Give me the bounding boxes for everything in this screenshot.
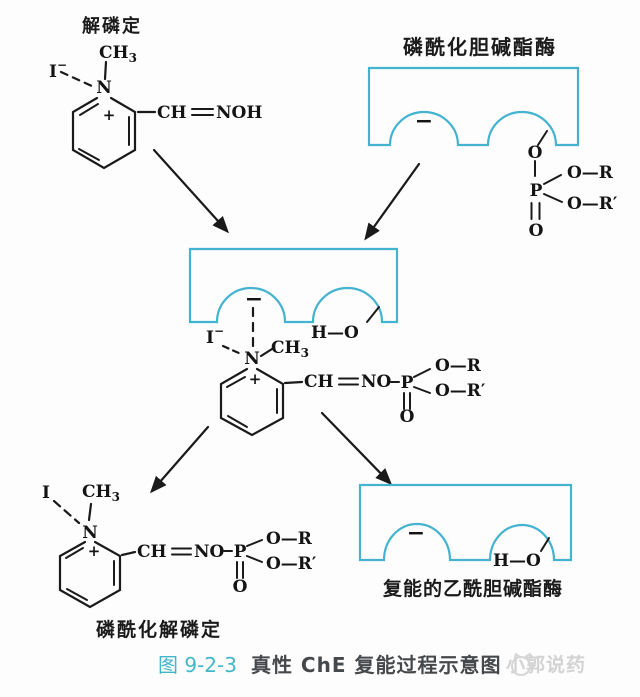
intermediate-complex: − H—O I− CH3 N + CH NO P O—R O—R′ O	[188, 247, 486, 437]
figure-title: 真性 ChE 复能过程示意图	[250, 653, 502, 677]
methyl-group-label: CH3	[82, 482, 120, 504]
oxime-ch-label: CH	[157, 103, 187, 123]
iodide-label: I	[42, 483, 50, 503]
ring-nitrogen-label: N	[82, 523, 98, 543]
ring-double-bond	[226, 376, 246, 388]
p-orprime-bond	[246, 555, 263, 563]
o-r-label: O—R	[266, 529, 313, 549]
anionic-site-minus: −	[415, 108, 433, 134]
oxime-noh-label: NOH	[216, 103, 262, 123]
ring-nitrogen-label: N	[96, 78, 112, 98]
ring-double-bond	[65, 547, 84, 559]
arrow-complex-to-reactivated-enzyme	[320, 411, 393, 486]
ring-ch-bond	[120, 550, 137, 557]
serine-ho-label: H—O	[493, 551, 541, 571]
pralidoxime-structure: CH3 I− N + CH NOH	[49, 43, 262, 170]
watermark: 小郭说药	[506, 650, 586, 677]
phosphorylated-che-enzyme: − O P O—R O—R′ O	[367, 66, 618, 241]
methyl-n-bond	[259, 347, 274, 358]
oxygen-label: O	[528, 143, 543, 163]
iodide-n-ionic-bond	[221, 344, 243, 356]
arrow-complex-to-phosphorylated-pralidoxime	[150, 425, 210, 494]
p-orprime-bond	[543, 193, 563, 203]
reactivated-ache-enzyme: − H—O	[358, 483, 573, 571]
positive-charge-label: +	[88, 542, 101, 560]
pyridinium-ring	[58, 540, 122, 609]
oxime-ch-label: CH	[137, 542, 167, 562]
ring-double-bond	[79, 103, 99, 116]
anionic-site-minus: −	[407, 520, 425, 546]
reactivated-ache-label: 复能的乙酰胆碱酯酶	[383, 578, 564, 600]
methyl-n-bond	[87, 502, 93, 522]
oxime-no-label: NO	[194, 542, 225, 562]
ring-ch-bond	[283, 380, 304, 385]
iodide-ion-label: I−	[206, 324, 224, 348]
phosphorus-label: P	[401, 373, 414, 393]
o-r-label: O—R	[567, 163, 614, 183]
enzyme-outline	[367, 66, 580, 147]
methyl-group-label: CH3	[99, 43, 137, 65]
oxygen-label: O	[529, 221, 544, 241]
watermark-logo-icon	[511, 653, 531, 676]
iodide-ion-label: I−	[49, 58, 67, 82]
methyl-n-bond	[103, 60, 108, 81]
oxime-no-label: NO	[361, 372, 392, 392]
ho-arch-bond	[540, 537, 550, 552]
ho-arch-bond	[366, 306, 380, 323]
positive-charge-label: +	[103, 106, 116, 124]
o-r-prime-label: O—R′	[435, 381, 486, 401]
oxygen-label: O	[233, 577, 248, 597]
phosphorylated-pralidoxime-structure: I CH3 N + CH NO P O—R O—R′ O	[42, 482, 317, 609]
anionic-site-minus: −	[245, 286, 263, 312]
ring-double-bond	[66, 588, 88, 601]
enzyme-outline	[358, 483, 573, 562]
iodide-n-ionic-bond	[59, 70, 96, 89]
phosphorylated-che-title: 磷酰化胆碱酯酶	[403, 35, 557, 59]
pyridinium-ring	[71, 96, 137, 170]
ester-site-o-bond	[537, 130, 548, 146]
ring-double-bond	[78, 148, 100, 161]
pyridinium-ring	[219, 367, 285, 437]
iodide-n-ionic-bond	[52, 499, 81, 525]
figure-number: 图 9-2-3	[158, 653, 237, 677]
ring-nitrogen-label: N	[244, 349, 260, 369]
p-or-bond	[543, 174, 562, 185]
o-r-prime-label: O—R′	[567, 194, 618, 214]
o-r-prime-label: O—R′	[266, 554, 317, 574]
arrow-pralidoxime-to-complex	[152, 148, 230, 234]
arrow-enzyme-to-complex	[364, 162, 421, 241]
p-or-bond	[413, 368, 431, 378]
figure-caption: 图 9-2-3 真性 ChE 复能过程示意图	[158, 649, 501, 678]
oxygen-label: O	[400, 407, 415, 427]
p-orprime-bond	[413, 386, 431, 394]
enzyme-outline	[188, 247, 399, 324]
methyl-group-label: CH3	[271, 338, 309, 360]
oxime-ch-label: CH	[304, 372, 334, 392]
phosphorus-label: P	[234, 542, 247, 562]
pralidoxime-title: 解磷定	[82, 16, 142, 37]
positive-charge-label: +	[249, 370, 262, 388]
phosphorus-label: P	[530, 181, 543, 201]
ring-double-bond	[227, 415, 248, 428]
o-r-label: O—R	[435, 356, 482, 376]
serine-ho-label: H—O	[311, 323, 359, 343]
phosphorylated-pralidoxime-label: 磷酰化解磷定	[96, 619, 223, 641]
p-or-bond	[246, 539, 263, 547]
